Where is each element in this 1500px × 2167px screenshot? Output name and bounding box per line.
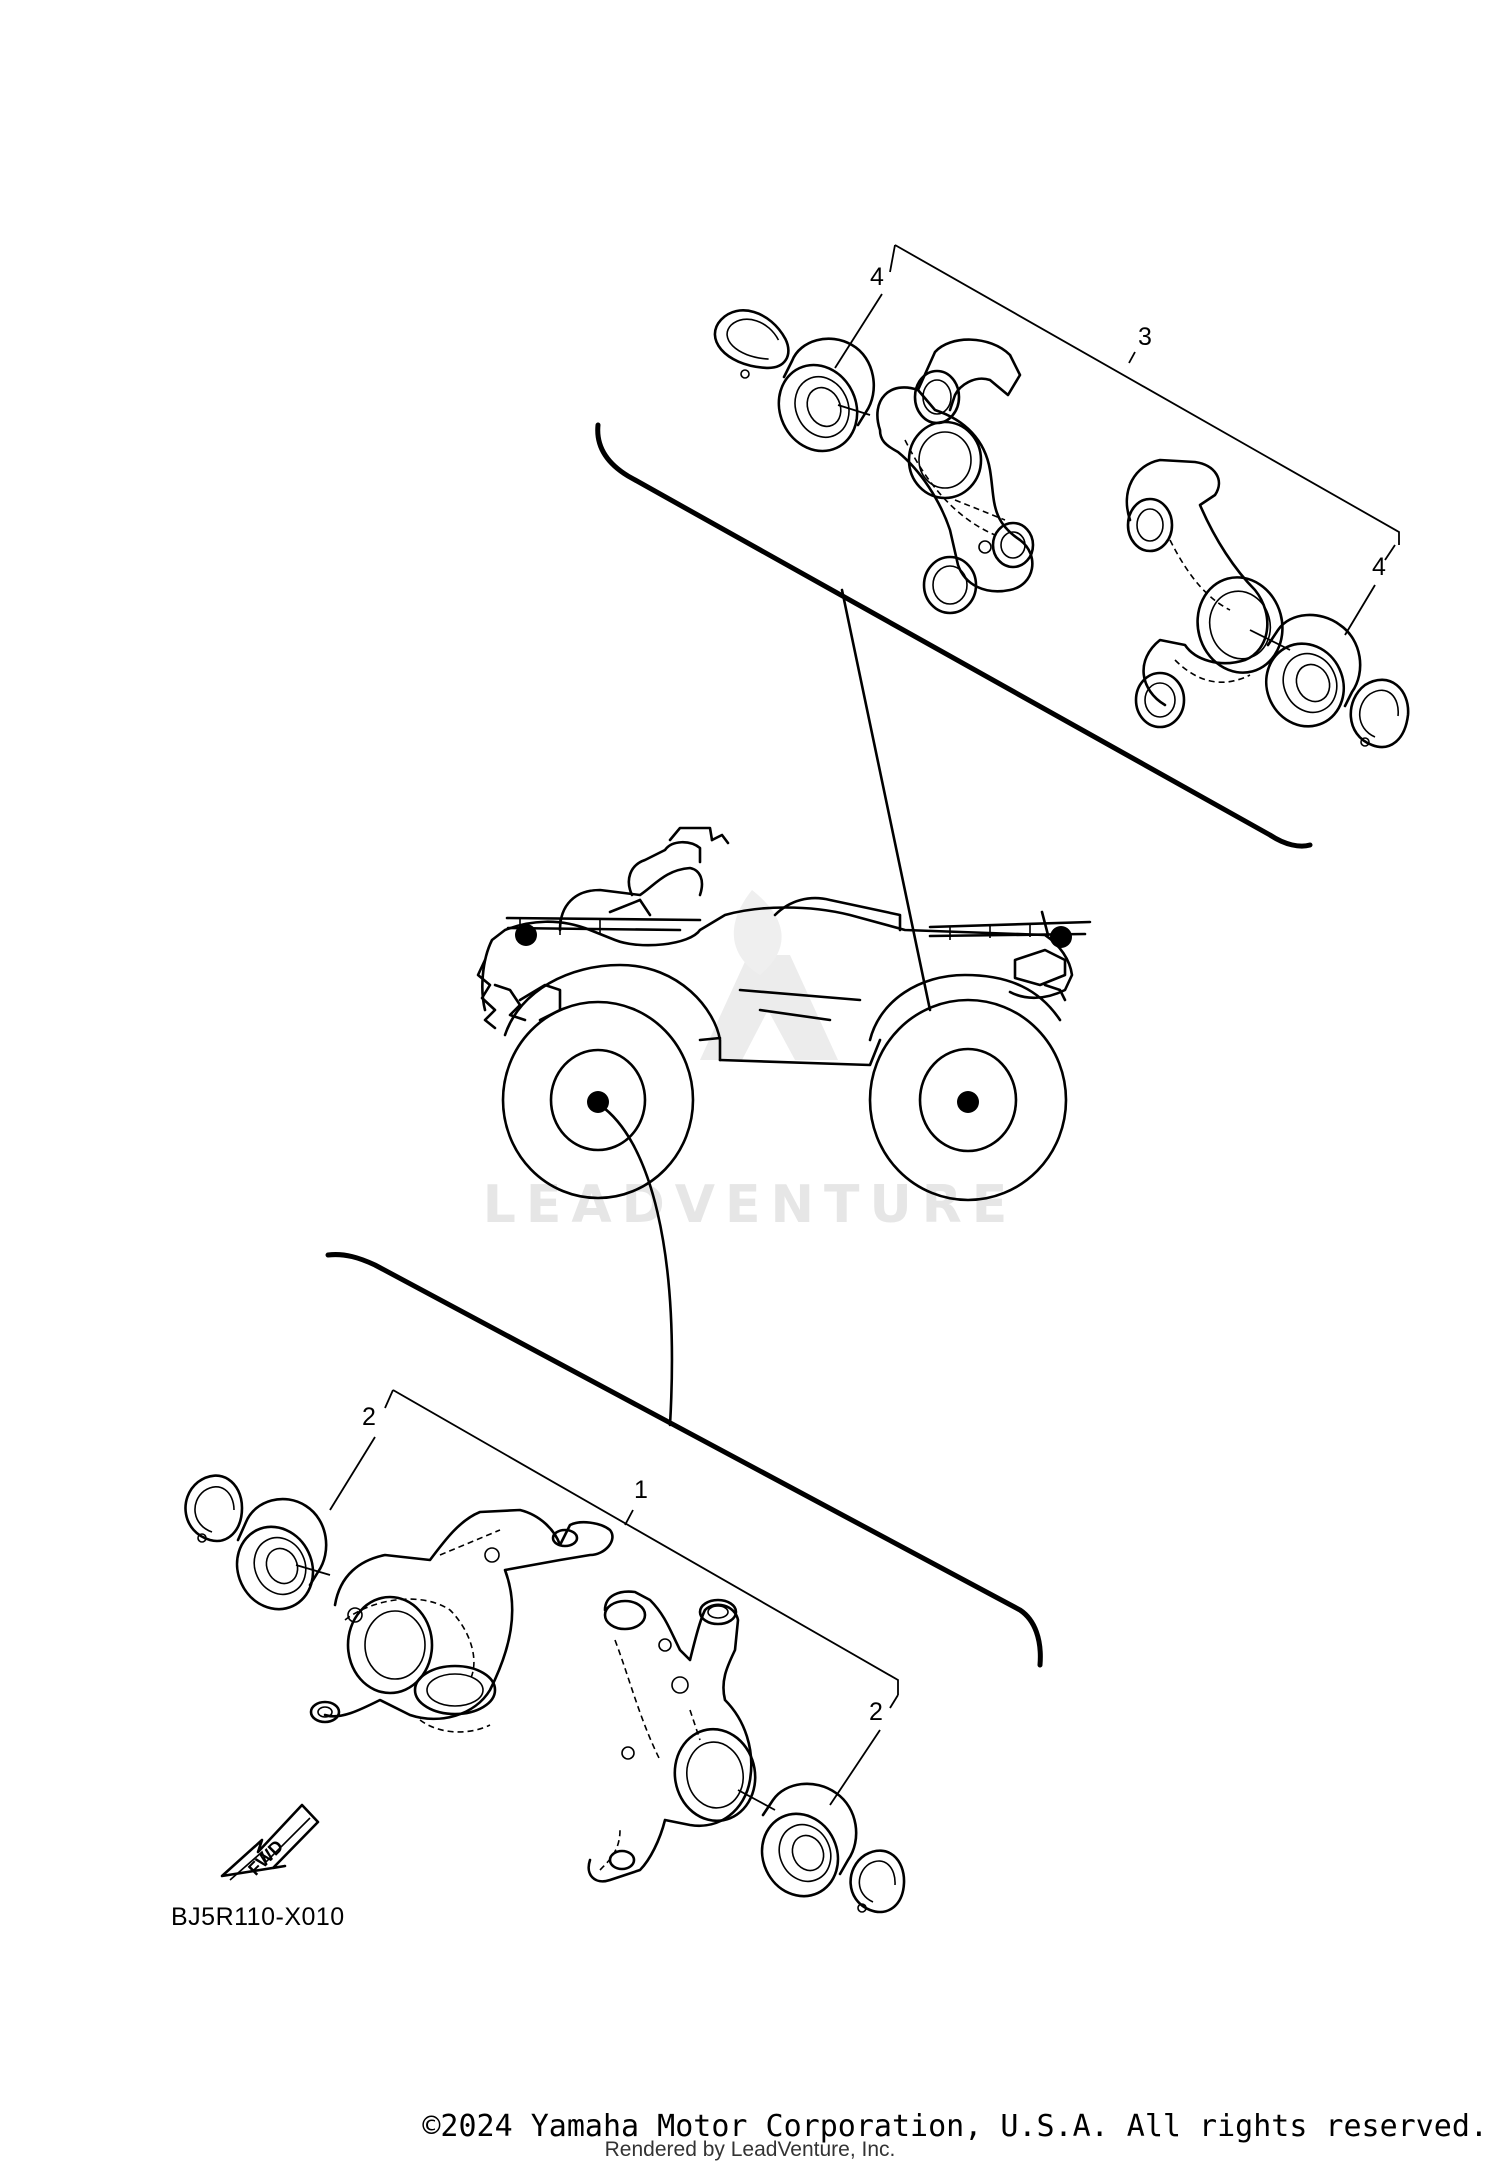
front-assembly-group: 1 2 [184, 1252, 1043, 1914]
callout-2-lower: 2 [869, 1698, 883, 1726]
leader-2-top [384, 1389, 394, 1409]
rendered-by-notice: Rendered by LeadVenture, Inc. [604, 2138, 896, 2161]
rear-mount-marker [1050, 926, 1072, 948]
forward-direction-arrow: FWD [220, 1803, 320, 1881]
circlip-upper-right [1349, 678, 1410, 749]
leader-4-lower [1344, 584, 1376, 636]
bearing-upper-right [1264, 613, 1362, 728]
rear-wheel [868, 998, 1068, 1202]
front-knuckle-right [587, 1590, 776, 1883]
callout-3: 3 [1138, 323, 1152, 351]
leader-4-upper [834, 293, 883, 369]
leader-4-lower-a [1384, 544, 1396, 561]
rear-connector-line [840, 588, 932, 1012]
leader-2-upper [329, 1436, 376, 1511]
leader-1 [624, 1509, 634, 1526]
rear-assembly-group: 3 4 [595, 244, 1410, 849]
diagram-code: BJ5R110-X010 [171, 1903, 345, 1931]
rear-knuckle-right [1125, 458, 1291, 729]
copyright-notice: ©2024 Yamaha Motor Corporation, U.S.A. A… [422, 2109, 1488, 2144]
bracket-line-3 [894, 244, 1400, 545]
leader-3 [1128, 351, 1136, 364]
rear-hub-marker [957, 1091, 979, 1113]
bearing-upper-left [777, 337, 876, 453]
bracket-line-1 [392, 1389, 899, 1695]
fwd-label: FWD [244, 1836, 287, 1879]
rear-group-frame [595, 422, 1313, 849]
atv-vehicle [476, 826, 1092, 1202]
circlip-lower-left [184, 1474, 244, 1543]
callout-2-upper: 2 [362, 1403, 376, 1431]
circlip-lower-right [849, 1849, 906, 1914]
leadventure-watermark: LEADVENTURE [483, 890, 1018, 1235]
watermark-text: LEADVENTURE [483, 1175, 1018, 1235]
leader-2-lower-a [889, 1694, 899, 1709]
callout-4-upper: 4 [870, 263, 884, 291]
bearing-lower-right [760, 1782, 858, 1898]
leader-4-top [889, 244, 896, 273]
front-connector-line [598, 1103, 674, 1427]
bearing-lower-left [235, 1497, 331, 1611]
front-mount-marker [515, 924, 537, 946]
front-group-frame [325, 1252, 1043, 1668]
front-wheel [501, 1000, 695, 1200]
callout-4-lower: 4 [1372, 553, 1386, 581]
callout-1: 1 [634, 1476, 648, 1504]
circlip-upper-left [713, 309, 790, 379]
rear-knuckle-left [876, 338, 1035, 615]
leader-2-lower [829, 1729, 881, 1806]
front-knuckle-left [309, 1508, 614, 1733]
